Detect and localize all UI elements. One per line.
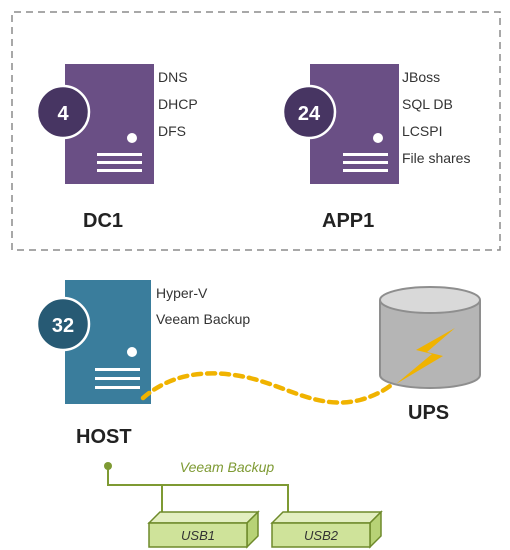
app1-service: File shares	[402, 150, 471, 166]
backup-node-host	[104, 462, 112, 470]
backup-label: Veeam Backup	[180, 459, 275, 475]
virtual-boundary	[11, 11, 501, 251]
dc1-services: DNS DHCP DFS	[158, 64, 198, 145]
app1-badge-number: 24	[298, 103, 321, 125]
backup-connection-lines	[107, 466, 289, 519]
host-service: Veeam Backup	[156, 311, 251, 327]
dc1-badge: 4	[35, 84, 91, 140]
usb2-drive-icon: USB2	[270, 510, 383, 549]
usb1-label: USB1	[181, 528, 215, 543]
ups-power-cable	[140, 365, 409, 405]
app1-badge: 24	[281, 84, 337, 140]
ups-name: UPS	[408, 402, 450, 424]
usb1-drive-icon: USB1	[147, 510, 260, 549]
app1-name: APP1	[322, 210, 375, 232]
host-name: HOST	[76, 426, 132, 448]
dc1-badge-number: 4	[57, 103, 69, 125]
dc1-service: DFS	[158, 123, 186, 139]
host-service: Hyper-V	[156, 285, 208, 301]
app1-service: LCSPI	[402, 123, 443, 139]
app1-service: JBoss	[402, 69, 441, 85]
host-badge: 32	[35, 296, 91, 352]
dc1-name: DC1	[83, 210, 124, 232]
dc1-service: DNS	[158, 69, 188, 85]
usb2-label: USB2	[304, 528, 339, 543]
dc1-service: DHCP	[158, 96, 198, 112]
app1-service: SQL DB	[402, 96, 453, 112]
app1-services: JBoss SQL DB LCSPI File shares	[402, 64, 470, 172]
ups-cylinder-icon	[379, 286, 481, 389]
host-services: Hyper-V Veeam Backup	[156, 280, 250, 332]
host-badge-number: 32	[52, 315, 74, 337]
